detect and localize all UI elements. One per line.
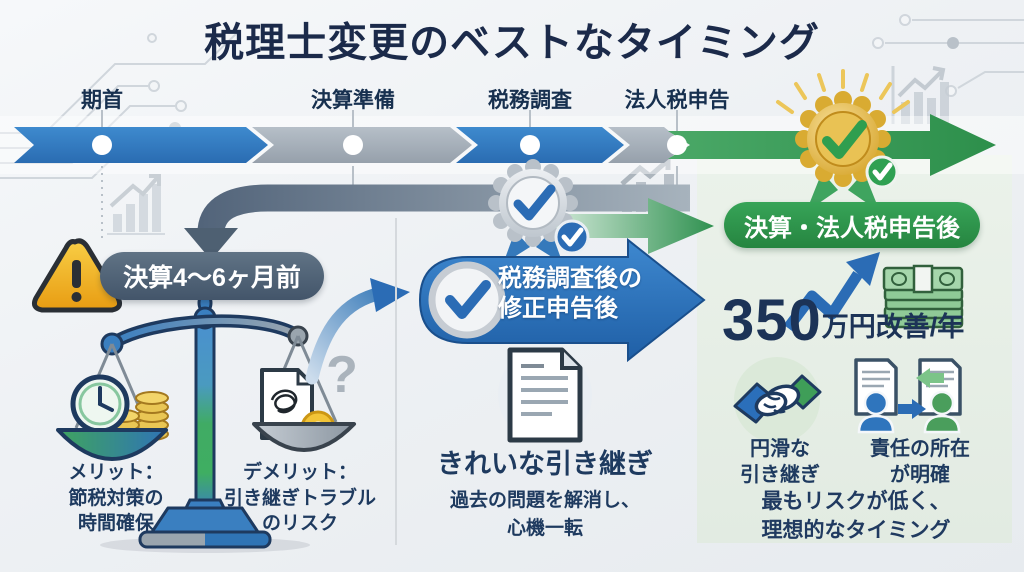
demerit-line: のリスク (261, 513, 338, 535)
improvement-unit: 万円改善/年 (821, 312, 965, 343)
bar-chart-icon (891, 66, 949, 124)
summary-line: 理想的なタイミング (761, 519, 951, 543)
green-arrow-icon (556, 198, 714, 254)
demerit-text: デメリット： 引き継ぎトラブル のリスク (214, 460, 386, 537)
clock-icon (70, 374, 130, 434)
desc-line: 過去の問題を解消し、 (449, 490, 640, 511)
timing-pill-label: 決算4〜6ヶ月前 (123, 264, 301, 292)
banner-line: 修正申告後 (498, 295, 618, 323)
improvement-number: 350 (722, 288, 822, 353)
gold-medal-icon (776, 69, 910, 212)
silver-medal-icon (488, 159, 590, 264)
benefit-clear-responsibility: 責任の所在 が明確 (852, 436, 988, 488)
benefit-line: が明確 (890, 464, 950, 486)
stage-label-kishu: 期首 (81, 89, 123, 112)
improvement-amount: 350 万円改善/年 (722, 288, 1018, 353)
banner-line: 税務調査後の (498, 265, 642, 292)
check-badge-icon (554, 219, 590, 255)
benefit-line: 円滑な (750, 438, 810, 460)
warning-icon (32, 238, 122, 313)
balance-scale-icon: ? ? (56, 292, 358, 553)
stage-label-zeimu-chosa: 税務調査 (488, 89, 572, 112)
timing-banner-after-audit: 税務調査後の 修正申告後 (498, 264, 668, 325)
timing-pill-label: 決算・法人税申告後 (744, 214, 960, 242)
check-circle-icon (428, 261, 506, 339)
merit-line: 節税対策の (68, 487, 164, 509)
merit-line: メリット： (68, 462, 164, 483)
timeline-dot (520, 135, 540, 155)
benefit-line: 引き継ぎ (740, 464, 820, 486)
bar-chart-icon (107, 174, 165, 235)
benefit-smooth-handover: 円滑な 引き継ぎ (728, 436, 832, 488)
clean-handover-heading: きれいな引き継ぎ (437, 449, 653, 479)
clean-handover-desc: 過去の問題を解消し、 心機一転 (393, 487, 697, 542)
timeline-dot (343, 135, 363, 155)
responsibility-docs-icon (854, 358, 962, 434)
blue-banner-arrow (418, 237, 706, 363)
curved-arrow-right-icon (305, 278, 410, 385)
merit-line: 時間確保 (77, 513, 154, 535)
trend-up-arrow-icon (783, 252, 880, 332)
timeline-dot (667, 135, 687, 155)
question-icon: ? (326, 346, 358, 404)
summary-line: 最もリスクが低く、 (761, 490, 951, 513)
stage-label-hojinzei: 法人税申告 (624, 89, 730, 112)
timeline-dot (92, 135, 112, 155)
benefit-line: 責任の所在 (870, 438, 970, 460)
timing-pill-before-settlement: 決算4〜6ヶ月前 (100, 252, 324, 300)
demerit-line: 引き継ぎトラブル (223, 487, 376, 509)
person-icon (857, 390, 961, 434)
timing-pill-after-filing: 決算・法人税申告後 (724, 202, 980, 248)
handshake-icon (733, 357, 822, 443)
curved-arrow-down-icon (184, 184, 690, 260)
stage-label-kessan-junbi: 決算準備 (311, 89, 395, 112)
document-icon (498, 347, 592, 443)
merit-text: メリット： 節税対策の 時間確保 (38, 460, 194, 537)
desc-line: 心機一転 (506, 517, 583, 539)
page-title: 税理士変更のベストなタイミング (204, 21, 820, 65)
money-stack-icon (882, 264, 964, 329)
demerit-line: デメリット： (242, 462, 357, 483)
ideal-timing-summary: 最もリスクが低く、 理想的なタイミング (706, 487, 1006, 546)
